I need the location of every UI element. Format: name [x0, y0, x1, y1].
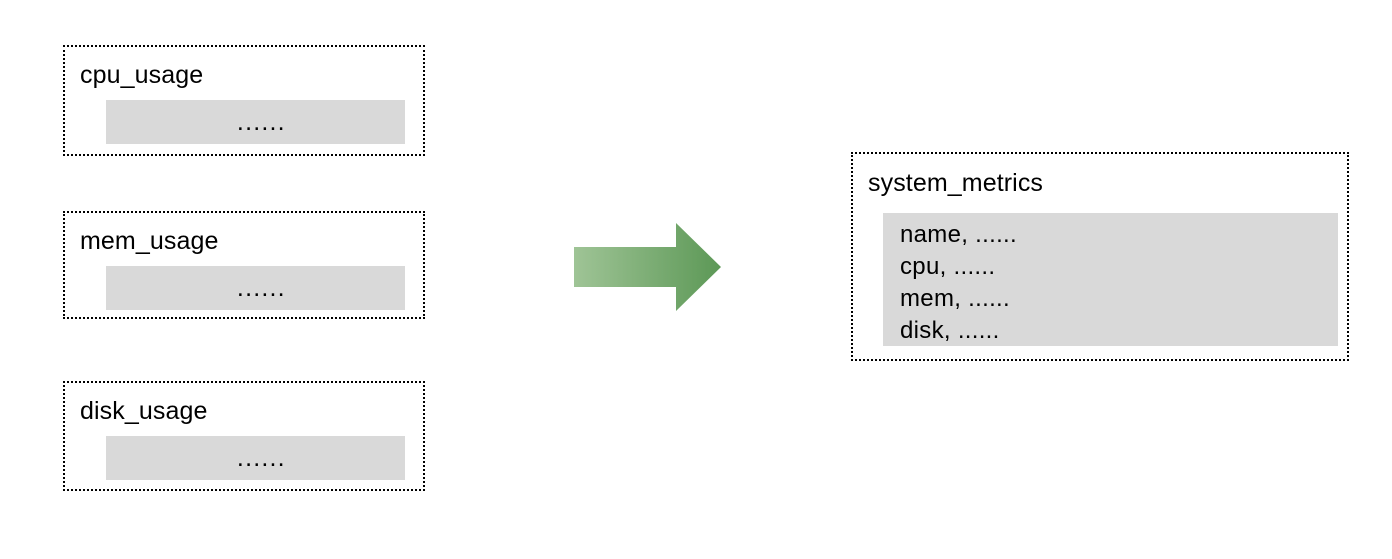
source-table-body-ellipsis: ......: [236, 274, 286, 302]
target-table-column-row: name, ......: [900, 221, 1017, 248]
source-table-cpu-usage: cpu_usage ......: [63, 45, 425, 156]
flow-arrow-right-icon: [570, 222, 725, 312]
source-table-body: ......: [106, 436, 405, 480]
target-table-title: system_metrics: [868, 169, 1044, 197]
source-table-title: disk_usage: [80, 397, 208, 425]
target-table-column-row: mem, ......: [900, 285, 1010, 312]
source-table-body-ellipsis: ......: [236, 444, 286, 472]
source-table-title: cpu_usage: [80, 61, 204, 89]
target-table-column-row: cpu, ......: [900, 253, 996, 280]
source-table-body: ......: [106, 100, 405, 144]
source-table-title: mem_usage: [80, 227, 219, 255]
target-table-column-row: disk, ......: [900, 317, 1000, 344]
source-table-disk-usage: disk_usage ......: [63, 381, 425, 491]
source-table-mem-usage: mem_usage ......: [63, 211, 425, 319]
target-table-body: name, ...... cpu, ...... mem, ...... dis…: [883, 213, 1338, 346]
source-table-body-ellipsis: ......: [236, 108, 286, 136]
target-table-system-metrics: system_metrics name, ...... cpu, ...... …: [851, 152, 1349, 361]
source-table-body: ......: [106, 266, 405, 310]
